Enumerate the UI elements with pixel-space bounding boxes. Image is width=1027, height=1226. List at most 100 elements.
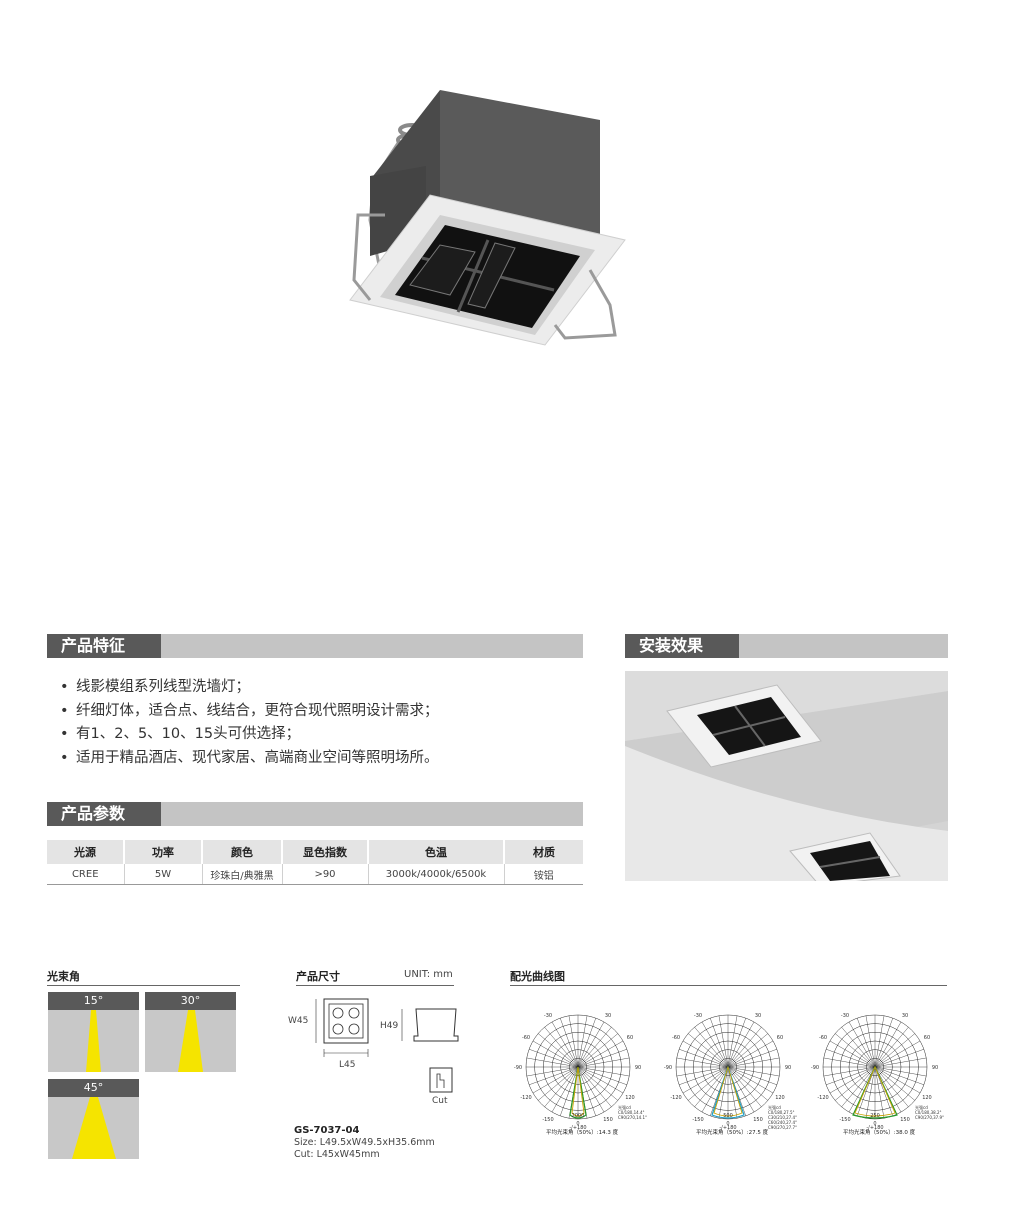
polar-angle-label: -/+180 xyxy=(569,1125,586,1131)
polar-angle-label: -90 xyxy=(664,1065,672,1071)
polar-spoke xyxy=(544,1066,579,1107)
polar-spoke xyxy=(857,1018,876,1068)
polar-spoke xyxy=(874,1015,885,1068)
beam-cone-30 xyxy=(178,1010,203,1072)
polar-spoke xyxy=(823,1057,876,1068)
polar-angle-label: -120 xyxy=(520,1095,531,1101)
polar-spoke xyxy=(874,1066,927,1077)
polar-spoke xyxy=(529,1066,579,1085)
polar-spoke xyxy=(577,1049,627,1068)
params-value-cell: >90 xyxy=(282,864,369,885)
polar-spoke xyxy=(560,1018,579,1068)
polar-angle-label: -60 xyxy=(522,1035,530,1041)
polar-spoke xyxy=(727,1066,768,1101)
polar-angle-label: 150 xyxy=(603,1117,613,1123)
polar-legend-entry: C90/270,37.9° xyxy=(915,1115,944,1120)
beam-panel-15: 15° xyxy=(48,992,139,1072)
polar-spoke xyxy=(727,1021,755,1068)
polar-spoke xyxy=(688,1066,729,1101)
polar-angle-label: 60 xyxy=(924,1035,930,1041)
polar-angle-label: -150 xyxy=(839,1117,850,1123)
polar-spoke xyxy=(701,1066,729,1113)
beam-angle-label: 30° xyxy=(145,992,236,1010)
feature-item: 线影模组系列线型洗墙灯； xyxy=(60,676,439,700)
polar-spoke xyxy=(727,1066,738,1119)
polar-angle-label: 0 xyxy=(726,1121,729,1127)
polar-spoke xyxy=(577,1066,596,1116)
curves-title: 配光曲线图 xyxy=(510,970,565,983)
polar-spoke xyxy=(682,1066,729,1094)
features-title: 产品特征 xyxy=(47,634,161,658)
params-title: 产品参数 xyxy=(47,802,161,826)
polar-spoke xyxy=(577,1027,612,1068)
beam-title: 光束角 xyxy=(47,970,80,983)
polar-spoke xyxy=(874,1049,924,1068)
polar-scale-label: 250 xyxy=(870,1113,880,1119)
polar-spoke xyxy=(874,1066,921,1094)
dimension-cut-label: Cut xyxy=(432,1096,448,1106)
model-number: GS-7037-04 xyxy=(294,1125,360,1136)
polar-spoke xyxy=(727,1015,738,1068)
polar-angle-label: -/+180 xyxy=(719,1125,736,1131)
polar-scale-label: 500 xyxy=(723,1113,733,1119)
polar-angle-label: 30 xyxy=(755,1013,761,1019)
polar-spoke xyxy=(577,1018,596,1068)
polar-spoke xyxy=(676,1057,729,1068)
polar-spoke xyxy=(688,1033,729,1068)
polar-caption: 平均光束角（50%）:14.3 度 xyxy=(546,1128,619,1136)
polar-spoke xyxy=(560,1066,579,1116)
polar-spoke xyxy=(526,1066,579,1077)
polar-spoke xyxy=(577,1066,624,1094)
polar-spoke xyxy=(577,1021,605,1068)
beam-cone-45 xyxy=(72,1097,116,1159)
polar-angle-label: 150 xyxy=(753,1117,763,1123)
polar-spoke xyxy=(718,1015,729,1068)
polar-spoke xyxy=(544,1027,579,1068)
polar-spoke xyxy=(727,1066,755,1113)
polar-spoke xyxy=(848,1021,876,1068)
polar-spoke xyxy=(865,1015,876,1068)
polar-angle-label: -30 xyxy=(841,1013,849,1019)
params-header-cell: 功率 xyxy=(124,840,203,864)
polar-angle-label: -120 xyxy=(817,1095,828,1101)
dimension-w-label: W45 xyxy=(288,1016,309,1026)
params-header-cell: 色温 xyxy=(368,840,505,864)
polar-spoke xyxy=(727,1049,777,1068)
polar-spoke xyxy=(874,1066,902,1113)
polar-legend-entry: 光强cd xyxy=(768,1104,781,1110)
params-header-cell: 显色指数 xyxy=(282,840,369,864)
beam-angle-label: 15° xyxy=(48,992,139,1010)
polar-spoke xyxy=(874,1066,909,1107)
dimensions-unit: UNIT: mm xyxy=(404,969,453,980)
product-image xyxy=(349,90,626,346)
beam-panel-30: 30° xyxy=(145,992,236,1072)
polar-legend-entry: C0/180,14.4° xyxy=(618,1110,645,1115)
polar-angle-label: 30 xyxy=(605,1013,611,1019)
polar-spoke xyxy=(835,1066,876,1101)
polar-caption: 平均光束角（50%）:27.5 度 xyxy=(696,1128,769,1136)
feature-item: 适用于精品酒店、现代家居、高端商业空间等照明场所。 xyxy=(60,747,439,771)
polar-spoke xyxy=(841,1066,876,1107)
polar-spoke xyxy=(551,1066,579,1113)
polar-spoke xyxy=(710,1018,729,1068)
polar-lobe xyxy=(713,1065,743,1117)
params-value-cell: CREE xyxy=(47,864,125,885)
polar-spoke xyxy=(874,1066,915,1101)
dimension-l-label: L45 xyxy=(339,1060,356,1070)
polar-angle-label: -60 xyxy=(672,1035,680,1041)
polar-lobe xyxy=(571,1066,585,1117)
polar-angle-label: 30 xyxy=(902,1013,908,1019)
polar-angle-label: -150 xyxy=(692,1117,703,1123)
polar-spoke xyxy=(727,1066,762,1107)
polar-lobe xyxy=(569,1066,587,1119)
polar-spoke xyxy=(577,1015,588,1068)
polar-spoke xyxy=(727,1066,774,1094)
polar-spoke xyxy=(551,1021,579,1068)
dimension-h-label: H49 xyxy=(380,1021,399,1031)
polar-spoke xyxy=(874,1040,921,1068)
polar-spoke xyxy=(577,1066,627,1085)
features-section-bar: 产品特征 xyxy=(47,634,583,658)
install-section-bar: 安装效果 xyxy=(625,634,948,658)
